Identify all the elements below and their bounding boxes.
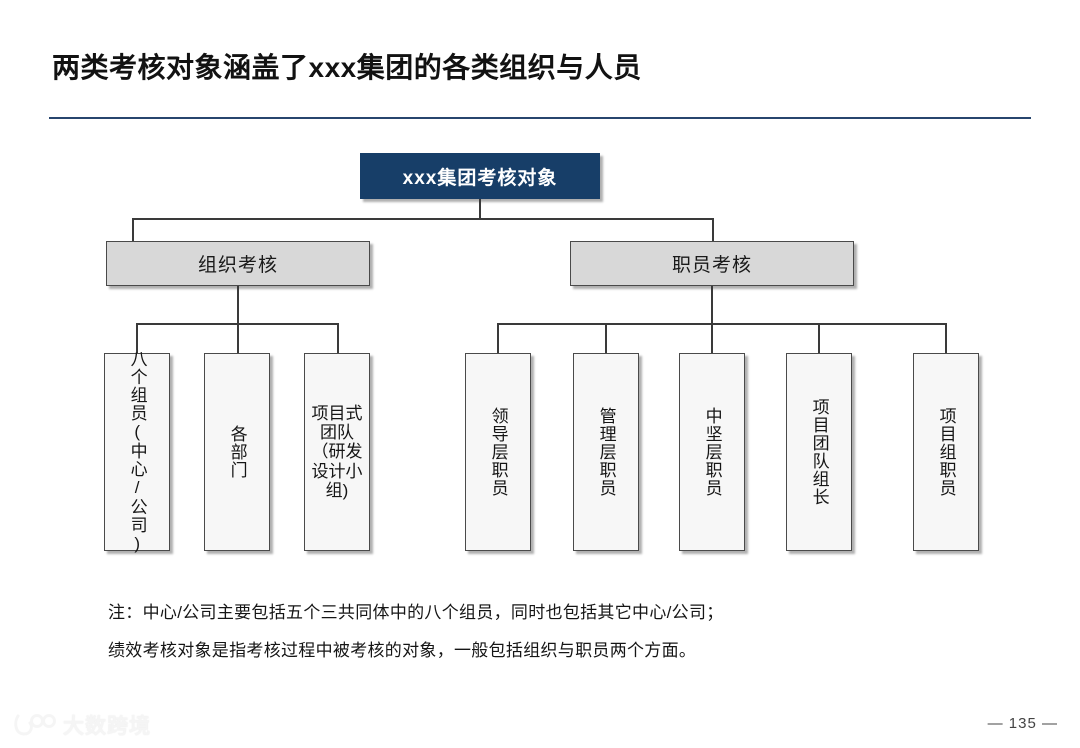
connector-right-child-2-drop — [605, 323, 607, 354]
node-leaf-management-staff-label: 管理层职员 — [596, 407, 616, 497]
connector-right-children-bus — [497, 323, 947, 325]
connector-left-child-3-drop — [337, 323, 339, 354]
connector-right-branch-drop — [712, 218, 714, 241]
node-leaf-leadership-staff[interactable]: 领导层职员 — [465, 353, 531, 551]
connector-left-child-1-drop — [136, 323, 138, 354]
node-leaf-eight-members[interactable]: 八个组员(中心/公司) — [104, 350, 170, 554]
connector-left-branch-drop — [132, 218, 134, 241]
connector-root-drop — [479, 199, 481, 219]
page-title: 两类考核对象涵盖了xxx集团的各类组织与人员 — [52, 52, 642, 83]
connector-right-child-1-drop — [497, 323, 499, 354]
connector-left-child-2-drop — [237, 323, 239, 354]
watermark: 大数跨境 — [14, 710, 151, 740]
node-leaf-project-group-staff[interactable]: 项目组职员 — [913, 353, 979, 551]
footnote-line-2: 绩效考核对象是指考核过程中被考核的对象，一般包括组织与职员两个方面。 — [108, 641, 697, 660]
connector-right-child-3-drop — [711, 323, 713, 354]
node-branch-employee[interactable]: 职员考核 — [570, 241, 854, 286]
node-leaf-project-team-leader-label: 项目团队组长 — [809, 398, 829, 506]
title-divider — [49, 117, 1031, 119]
footnote-line-1: 注：中心/公司主要包括五个三共同体中的八个组员，同时也包括其它中心/公司； — [108, 603, 724, 622]
node-branch-organization[interactable]: 组织考核 — [106, 241, 370, 286]
node-leaf-leadership-staff-label: 领导层职员 — [488, 407, 508, 497]
watermark-text: 大数跨境 — [63, 715, 151, 738]
node-leaf-departments-label: 各部门 — [227, 425, 247, 479]
node-leaf-management-staff[interactable]: 管理层职员 — [573, 353, 639, 551]
node-leaf-project-team[interactable]: 项目式团队（研发设计小组) — [304, 353, 370, 551]
watermark-logo-icon — [14, 714, 56, 736]
connector-left-branch-stem — [237, 286, 239, 324]
node-leaf-project-team-label: 项目式团队（研发设计小组) — [311, 403, 363, 501]
node-leaf-backbone-staff[interactable]: 中坚层职员 — [679, 353, 745, 551]
connector-right-child-4-drop — [818, 323, 820, 354]
node-leaf-backbone-staff-label: 中坚层职员 — [702, 407, 722, 497]
connector-right-child-5-drop — [945, 323, 947, 354]
node-leaf-eight-members-label: 八个组员(中心/公司) — [127, 350, 147, 554]
node-leaf-project-team-leader[interactable]: 项目团队组长 — [786, 353, 852, 551]
node-root[interactable]: xxx集团考核对象 — [360, 153, 600, 199]
connector-level1-bus — [132, 218, 714, 220]
node-leaf-project-group-staff-label: 项目组职员 — [936, 407, 956, 497]
node-leaf-departments[interactable]: 各部门 — [204, 353, 270, 551]
page-number: — 135 — — [987, 715, 1058, 732]
connector-right-branch-stem — [711, 286, 713, 324]
